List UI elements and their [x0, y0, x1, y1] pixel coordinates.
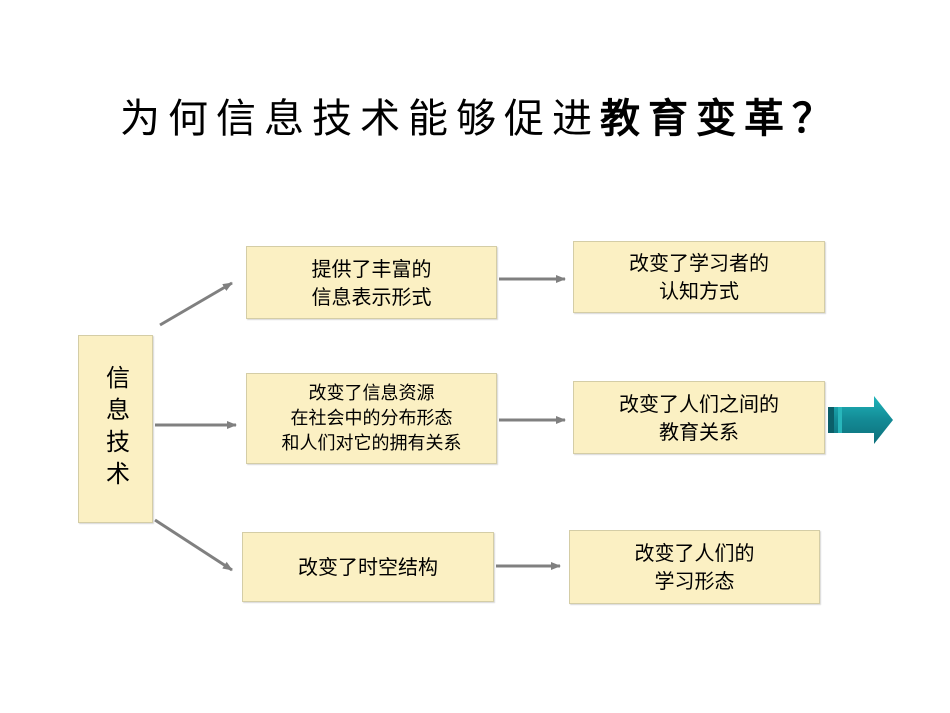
- arrow-source-to-box1: [159, 281, 233, 327]
- arrow-source-to-box3: [154, 518, 233, 572]
- cognitive-mode-box: 改变了学习者的 认知方式: [573, 241, 825, 313]
- time-space-structure-label: 改变了时空结构: [298, 555, 438, 579]
- resource-distribution-box: 改变了信息资源 在社会中的分布形态 和人们对它的拥有关系: [246, 373, 497, 464]
- teal-block-arrow-icon: [828, 396, 893, 444]
- time-space-structure-box: 改变了时空结构: [242, 532, 494, 602]
- educational-relation-label: 改变了人们之间的 教育关系: [619, 391, 779, 444]
- info-tech-label: 信息技术: [101, 365, 130, 493]
- slide-title: 为何信息技术能够促进教育变革？: [120, 86, 910, 146]
- title-normal-text: 为何信息技术能够促进: [120, 96, 600, 142]
- rich-representation-label: 提供了丰富的 信息表示形式: [311, 256, 432, 309]
- resource-distribution-label: 改变了信息资源 在社会中的分布形态 和人们对它的拥有关系: [281, 383, 462, 454]
- cognitive-mode-label: 改变了学习者的 认知方式: [629, 251, 769, 303]
- learning-form-label: 改变了人们的 学习形态: [634, 541, 755, 593]
- info-tech-box: 信息技术: [78, 335, 153, 523]
- rich-representation-box: 提供了丰富的 信息表示形式: [246, 246, 497, 319]
- learning-form-box: 改变了人们的 学习形态: [569, 530, 820, 604]
- educational-relation-box: 改变了人们之间的 教育关系: [573, 381, 825, 454]
- title-bold-text: 教育变革？: [600, 95, 840, 142]
